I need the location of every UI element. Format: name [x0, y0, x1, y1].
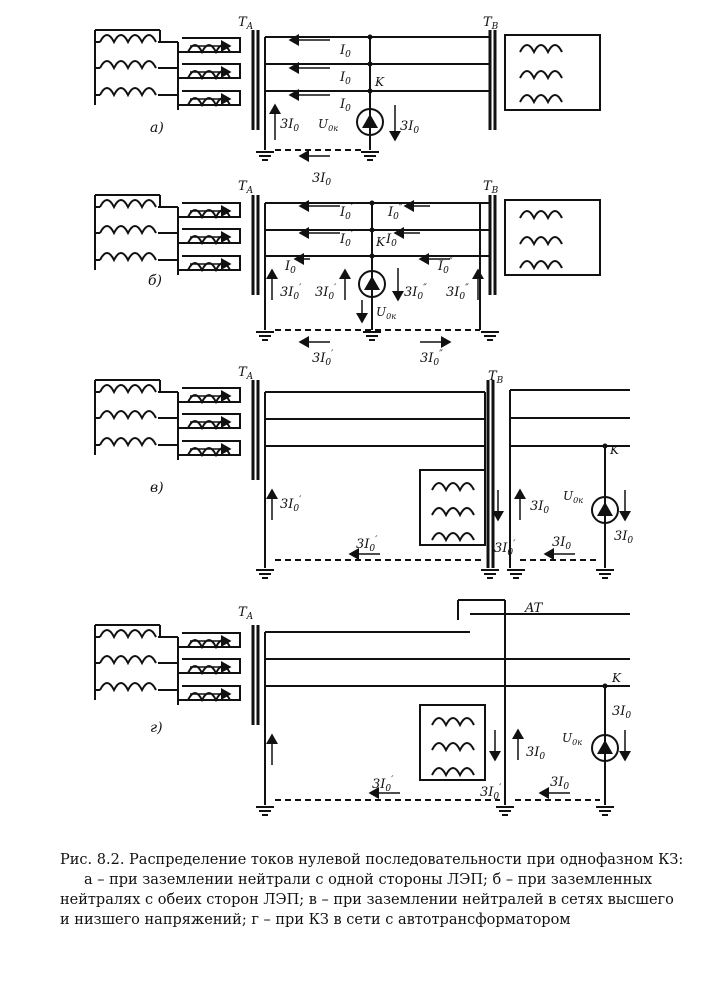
panel-label-g: г) [150, 720, 163, 736]
label-3i0-left: 3I0 [280, 117, 299, 134]
label-tb: TB [483, 15, 499, 32]
label-i0p-2: I0′ [339, 230, 354, 249]
label-tb-b: TB [483, 179, 499, 196]
label-k-g: K [611, 671, 622, 685]
label-i0pp-1: I0″ [387, 203, 403, 222]
caption-line-3: нейтралях с обеих сторон ЛЭП; в – при за… [60, 892, 674, 908]
panel-g: TA AT K г) 3I0′ 3I0′ 3I0 3I0 3I0 U0к [95, 599, 631, 816]
label-ta-v: TA [238, 365, 254, 382]
label-3i0pp-mid: 3I0″ [404, 283, 427, 302]
label-ta-g: TA [238, 605, 254, 622]
label-3i0p-mid: 3I0′ [315, 283, 337, 302]
label-at: AT [524, 601, 544, 616]
label-u0k-g: U0к [562, 731, 582, 747]
label-3i0p-ground: 3I0′ [312, 349, 334, 368]
caption-line-4: и низшего напряжений; г – при КЗ в сети … [60, 912, 571, 928]
panel-a: TA TB K а) I0 I0 I0 3I0 3I0 U0к 3I0 [95, 15, 601, 188]
label-3i0pp-ground: 3I0″ [420, 349, 443, 368]
label-i0p-3: I0′ [284, 257, 299, 276]
label-k-v: K [609, 443, 620, 457]
label-3i0p-g-ground: 3I0′ [372, 775, 394, 794]
label-3i0p-v-tb: 3I0′ [494, 539, 516, 558]
label-3i0p-left: 3I0′ [280, 283, 302, 302]
panel-label-v: в) [150, 480, 164, 496]
label-i0p-1: I0′ [339, 203, 354, 222]
label-3i0p-v-left: 3I0′ [280, 495, 302, 514]
label-tb-v: TB [488, 369, 504, 386]
label-3i0-g-right: 3I0 [612, 704, 631, 721]
caption-line-1: Рис. 8.2. Распределение токов нулевой по… [60, 852, 684, 868]
panel-label-a: а) [150, 120, 164, 136]
label-3i0-v-ground: 3I0 [552, 535, 571, 552]
label-3i0-right: 3I0 [400, 119, 419, 136]
label-3i0p-v-ground: 3I0′ [356, 535, 378, 554]
label-3i0pp-right: 3I0″ [446, 283, 469, 302]
label-i0-line3: I0 [339, 97, 351, 114]
label-3i0-v-right: 3I0 [614, 529, 633, 546]
label-i0-line2: I0 [339, 70, 351, 87]
label-i0-line1: I0 [339, 43, 351, 60]
caption-line-2: а – при заземлении нейтрали с одной стор… [84, 872, 653, 888]
label-3i0-g-mid: 3I0 [526, 745, 545, 762]
label-u0k: U0к [318, 117, 338, 133]
label-3i0-ground: 3I0 [312, 171, 331, 188]
panel-b: TA TB K б) I0′ I0″ I0′ I0″ I0′ I0″ 3I0′ … [95, 179, 601, 368]
label-u0k-v: U0к [563, 489, 583, 505]
panel-v: TA TB K в) 3I0′ 3I0′ 3I0′ 3I0 3I0 3I0 U0… [95, 365, 633, 579]
label-3i0-v-mid: 3I0 [530, 499, 549, 516]
label-i0pp-2: I0″ [385, 230, 401, 249]
figure-caption: Рис. 8.2. Распределение токов нулевой по… [60, 850, 690, 930]
label-ta: TA [238, 15, 254, 32]
label-k: K [374, 75, 385, 89]
label-i0pp-3: I0″ [437, 257, 453, 276]
label-3i0p-g-at: 3I0′ [480, 783, 502, 802]
label-k-b: K [375, 235, 386, 249]
schematic-diagram: TA TB K а) I0 I0 I0 3I0 3I0 U0к 3I0 [0, 15, 633, 816]
label-u0k-b: U0к [376, 305, 396, 321]
label-3i0-g-ground: 3I0 [550, 775, 569, 792]
panel-label-b: б) [148, 273, 162, 289]
label-ta-b: TA [238, 179, 254, 196]
